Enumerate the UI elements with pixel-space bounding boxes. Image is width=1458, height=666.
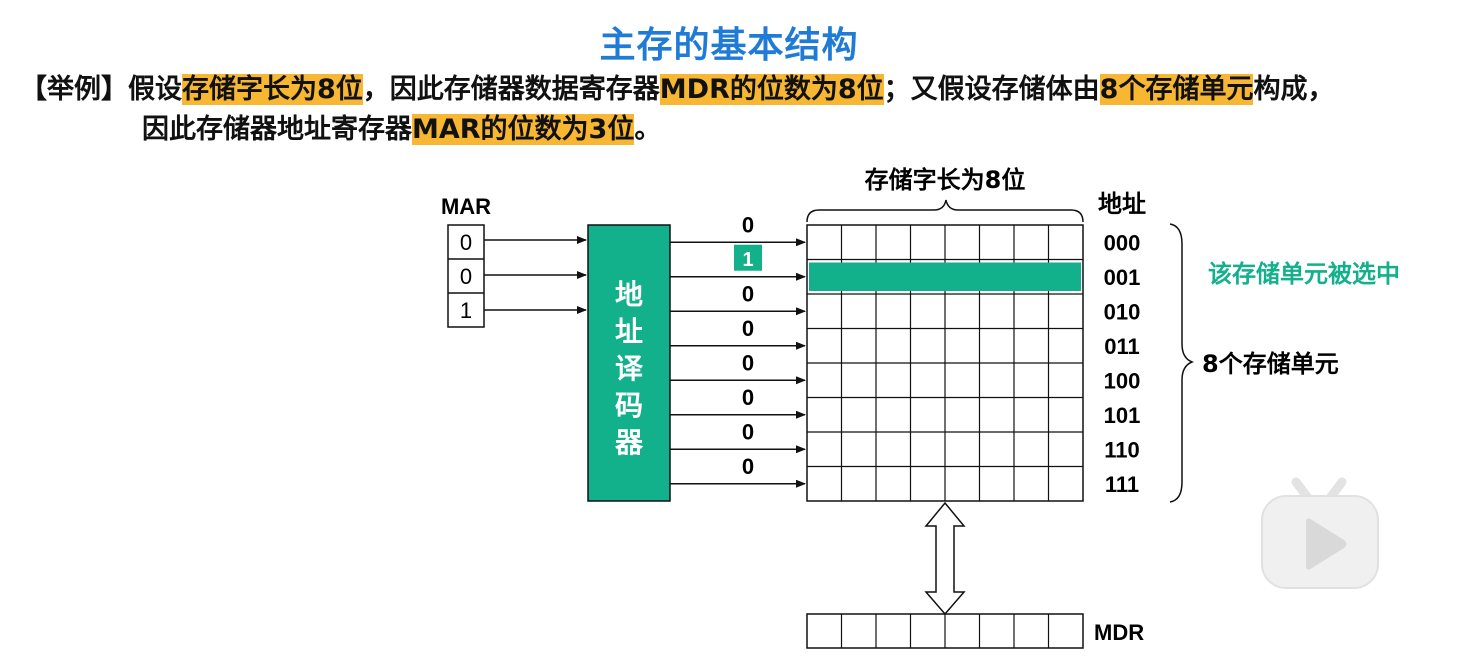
example-line-2: 因此存储器地址寄存器MAR的位数为3位。 [20, 110, 1450, 150]
selected-memory-unit [809, 262, 1081, 291]
highlight-units: 8个存储单元 [1099, 74, 1254, 105]
example-text: ；又假设存储体由 [883, 74, 1100, 105]
word-length-label: 存储字长为8位 [865, 166, 1026, 194]
mar-bit: 1 [460, 298, 472, 323]
decoder-char: 地 [615, 278, 643, 311]
example-prefix: 【举例】 [20, 74, 128, 105]
example-text: ，因此存储器数据寄存器 [362, 74, 660, 105]
memory-address: 110 [1104, 437, 1140, 462]
selected-unit-label: 该存储单元被选中 [1208, 260, 1400, 288]
decoder-output-value: 0 [742, 281, 754, 306]
page-title: 主存的基本结构 [599, 25, 859, 66]
memory-address: 100 [1104, 368, 1141, 393]
mar-register: 0 0 1 [447, 224, 485, 328]
memory-address: 001 [1104, 265, 1141, 290]
mdr-label: MDR [1094, 620, 1144, 645]
units-brace [1169, 223, 1195, 503]
memory-address: 010 [1104, 299, 1141, 324]
highlight-word-length: 存储字长为8位 [182, 74, 363, 105]
example-text: 。 [634, 114, 662, 145]
mar-box [447, 224, 485, 328]
address-header: 地址 [1098, 190, 1146, 218]
mdr-register [806, 613, 1084, 649]
decoder-output-value: 0 [742, 316, 754, 341]
decoder-outputs: 0 1 0 0 0 0 0 0 [670, 212, 806, 488]
decoder-output-value: 0 [742, 212, 754, 237]
example-text: 因此存储器地址寄存器 [142, 114, 412, 145]
decoder-output-value: 0 [742, 385, 754, 410]
address-decoder [587, 224, 671, 502]
highlight-mdr-bits: MDR的位数为8位 [659, 74, 884, 105]
mar-label: MAR [441, 194, 491, 219]
example-line-1: 【举例】假设存储字长为8位，因此存储器数据寄存器MDR的位数为8位；又假设存储体… [20, 70, 1450, 110]
decoder-char: 器 [614, 426, 644, 459]
data-bus-double-arrow [924, 501, 966, 616]
mar-bit: 0 [460, 230, 472, 255]
memory-address: 111 [1105, 472, 1139, 497]
memory-address: 011 [1104, 334, 1140, 359]
memory-array [806, 224, 1084, 502]
decoder-char: 码 [615, 389, 643, 422]
bilibili-play-icon [1261, 477, 1379, 589]
memory-address: 000 [1104, 230, 1141, 255]
decoder-output-value: 0 [742, 350, 754, 375]
mar-bit: 0 [460, 264, 472, 289]
decoder-output-value: 1 [742, 249, 753, 271]
address-list: 000 001 010 011 100 101 110 111 [1104, 230, 1141, 497]
highlight-mar-bits: MAR的位数为3位 [412, 114, 635, 145]
selected-output-marker [734, 244, 762, 271]
decoder-char: 译 [615, 352, 644, 385]
decoder-output-value: 0 [742, 419, 754, 444]
decoder-output-value: 0 [742, 454, 754, 479]
decoder-char: 址 [615, 315, 643, 348]
units-label: 8个存储单元 [1202, 350, 1339, 378]
word-length-brace [806, 199, 1084, 223]
example-paragraph: 【举例】假设存储字长为8位，因此存储器数据寄存器MDR的位数为8位；又假设存储体… [20, 70, 1450, 150]
memory-address: 101 [1104, 403, 1141, 428]
example-text: 假设 [128, 74, 182, 105]
example-text: 构成， [1253, 74, 1335, 105]
